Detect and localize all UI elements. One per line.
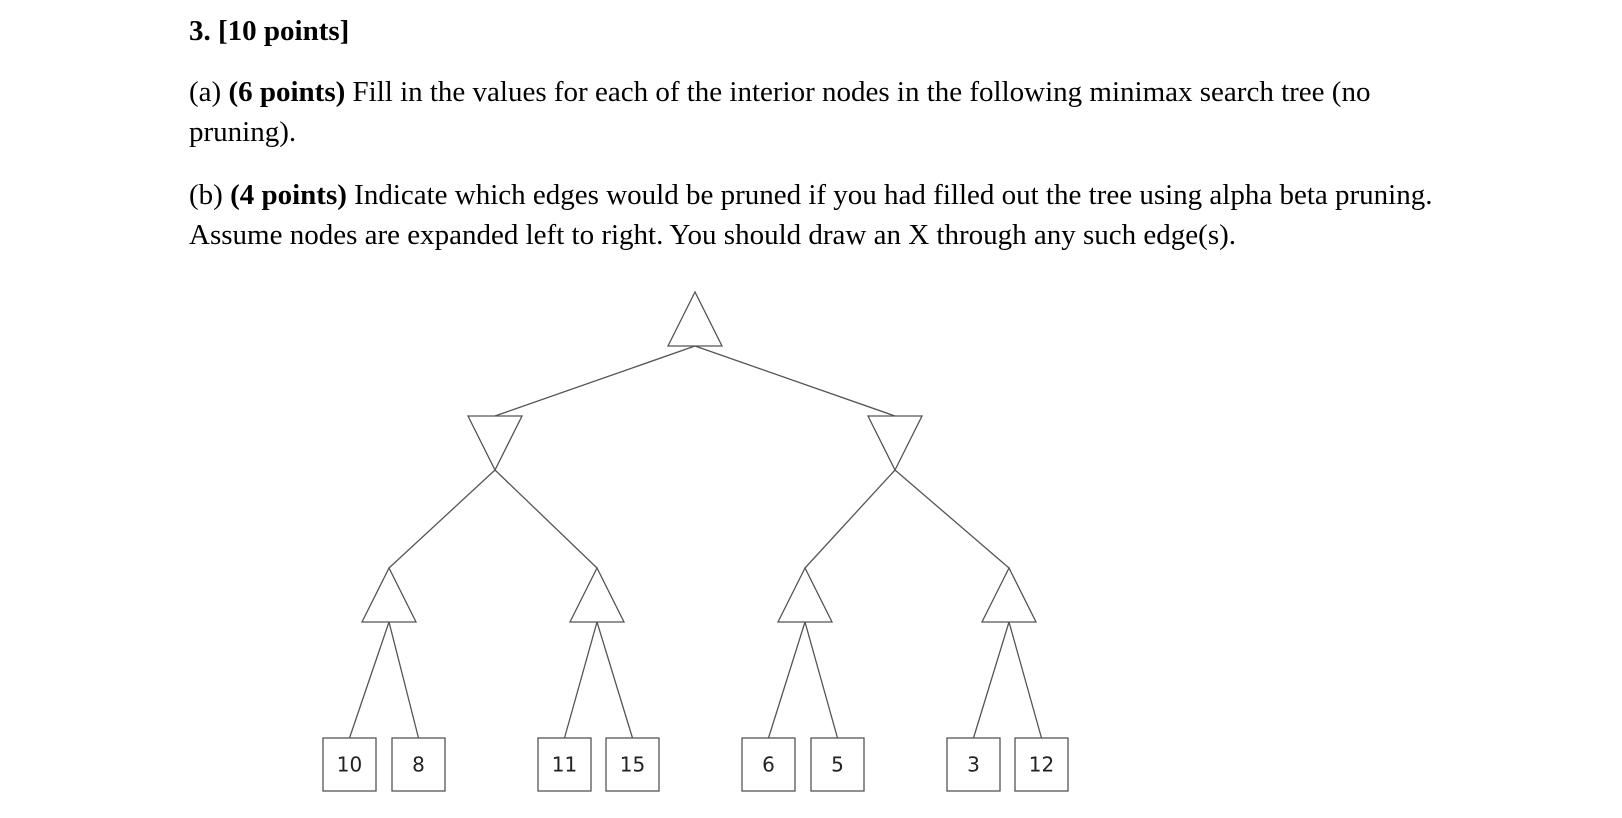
max-node-2 <box>568 566 626 623</box>
edge-max-leaf-5 <box>767 621 806 739</box>
edge-max-leaf-8 <box>1008 621 1043 739</box>
leaf-value-5: 6 <box>762 753 775 777</box>
edge-max-leaf-7 <box>972 621 1010 739</box>
edge-min-max-1 <box>388 469 496 569</box>
edge-max-leaf-4 <box>596 621 634 739</box>
edge-max-leaf-1 <box>348 621 390 739</box>
leaf-node-8 <box>1014 737 1069 792</box>
max-node-1 <box>360 566 418 623</box>
min-node-1 <box>466 415 524 472</box>
leaf-node-1 <box>322 737 377 792</box>
edge-root-min-1 <box>494 345 696 417</box>
edge-root-min-2 <box>694 345 896 417</box>
part-b-body: Indicate which edges would be pruned if … <box>189 179 1433 251</box>
part-a-text: (a) (6 points) Fill in the values for ea… <box>189 72 1459 152</box>
edge-max-leaf-3 <box>563 621 598 739</box>
edge-min-max-3 <box>804 469 896 569</box>
edge-max-leaf-2 <box>388 621 420 739</box>
part-b-points: (4 points) <box>230 179 347 211</box>
edge-max-leaf-6 <box>804 621 839 739</box>
leaf-node-7 <box>946 737 1001 792</box>
max-node-4 <box>980 566 1038 623</box>
leaf-node-4 <box>605 737 660 792</box>
part-a-points: (6 points) <box>228 76 346 108</box>
leaf-value-7: 3 <box>967 753 980 777</box>
leaf-node-2 <box>391 737 446 792</box>
max-node-3 <box>776 566 834 623</box>
part-b-label: (b) <box>189 179 223 211</box>
part-b-text: (b) (4 points) Indicate which edges woul… <box>189 175 1459 255</box>
leaf-value-3: 11 <box>552 753 577 777</box>
leaf-node-3 <box>537 737 592 792</box>
leaf-node-6 <box>810 737 865 792</box>
leaf-value-6: 5 <box>831 753 844 777</box>
leaf-value-1: 10 <box>337 753 362 777</box>
leaf-value-4: 15 <box>620 753 645 777</box>
root-max-node <box>666 290 724 347</box>
leaf-value-8: 12 <box>1029 753 1054 777</box>
min-node-2 <box>866 415 924 472</box>
edge-min-max-4 <box>894 469 1010 569</box>
edge-min-max-2 <box>494 469 598 569</box>
question-heading: 3. [10 points] <box>189 15 350 47</box>
part-a-body: Fill in the values for each of the inter… <box>189 76 1371 148</box>
leaf-node-5 <box>741 737 796 792</box>
leaf-value-2: 8 <box>412 753 425 777</box>
part-a-label: (a) <box>189 76 222 108</box>
